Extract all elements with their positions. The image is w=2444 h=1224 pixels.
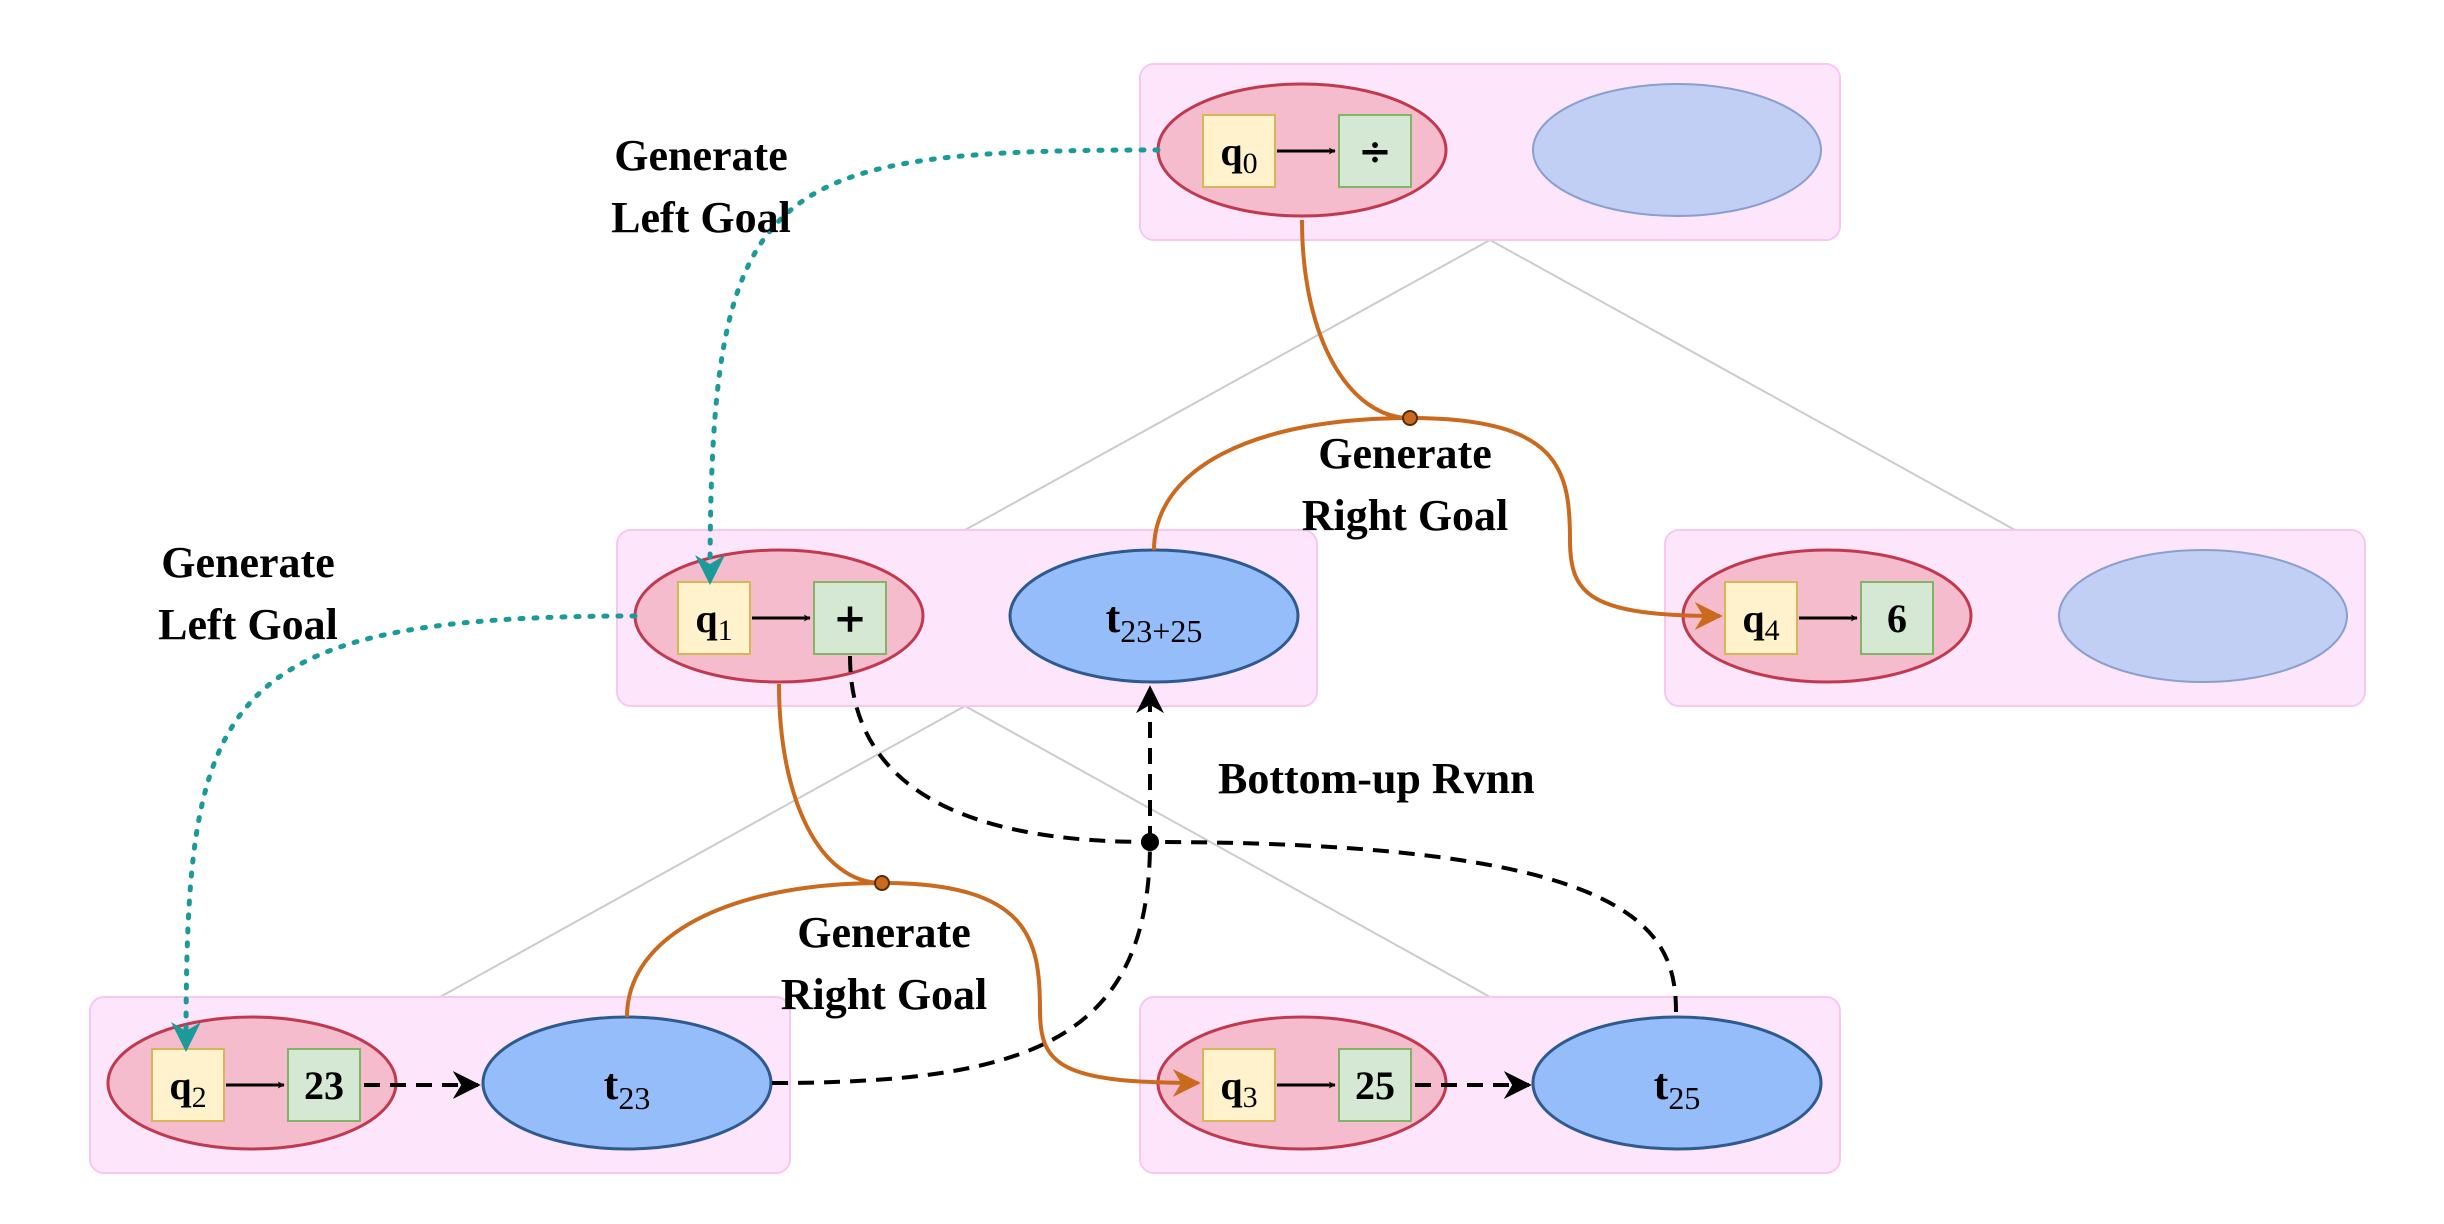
tree-lines [439,239,2016,998]
node-root: q0 ÷ [1156,82,1822,218]
q-box-mid [677,581,751,655]
op-label-bl: 23 [304,1063,344,1108]
q-box-root [1202,114,1276,188]
tree-line-mid-br [964,705,1491,998]
q-label-br: q3 [1220,1063,1257,1114]
label-generate-right-goal-top-line1: Generate [1318,429,1491,478]
label-generate-left-goal-mid-line1: Generate [161,538,334,587]
token-ellipse-right-empty [2058,549,2348,683]
tree-line-root-mid [964,239,1491,531]
op-label-root: ÷ [1358,128,1392,175]
tree-line-root-right [1489,239,2016,531]
q-label-root: q0 [1220,129,1257,180]
label-generate-right-goal-top-line2: Right Goal [1302,491,1509,540]
token-ellipse-root-empty [1532,83,1822,217]
right-goal-curve-top [1300,219,1723,630]
q-label-mid: q1 [695,596,732,647]
op-label-right: 6 [1887,596,1907,641]
tree-line-mid-bl [439,705,966,998]
node-bottom-right: q3 25 t25 [1156,1015,1823,1151]
op-box-bl [287,1048,361,1122]
left-goal-arrows [171,147,1161,1052]
bottom-up-path-from-t23 [771,841,1152,1085]
right-goal-junction-top [1402,410,1418,426]
op-box-br [1338,1048,1412,1122]
q-box-right [1724,581,1798,655]
label-generate-left-goal-top-line2: Left Goal [611,193,791,242]
op-box-right [1860,581,1934,655]
bottom-up-path-from-plus [848,655,1151,844]
right-goal-junction-bottom [874,875,890,891]
label-bottom-up-rvnn: Bottom-up Rvnn [1218,754,1535,803]
node-mid: q1 + t23+25 [633,548,1300,684]
node-right: q4 6 [1681,548,2348,684]
right-goal-arrows [625,219,1723,1097]
label-generate-left-goal-mid-line2: Left Goal [158,600,338,649]
op-label-mid: + [833,595,867,642]
op-label-br: 25 [1355,1063,1395,1108]
op-box-root [1338,114,1412,188]
token-ellipse-br [1531,1015,1823,1151]
bottom-up-path-from-t25 [1149,840,1678,1013]
label-generate-left-goal-top-line1: Generate [614,131,787,180]
label-generate-right-goal-bottom-line1: Generate [797,908,970,957]
label-generate-right-goal-bottom-line2: Right Goal [781,970,988,1019]
right-goal-curve-bottom [777,683,1201,1097]
right-goal-branch-top [1152,416,1411,551]
bottom-up-junction-dot [1141,833,1159,851]
right-goal-branch-bottom [625,881,883,1018]
op-box-mid [813,581,887,655]
token-label-mid: t23+25 [1106,593,1203,649]
q-box-br [1202,1048,1276,1122]
token-label-br: t25 [1654,1060,1701,1116]
q-label-right: q4 [1742,596,1779,647]
token-label-bl: t23 [604,1060,651,1116]
q-box-bl [151,1048,225,1122]
bottom-up-connectors [771,655,1678,1085]
annotation-labels: Generate Left Goal Generate Left Goal Ge… [158,131,1534,1019]
q-label-bl: q2 [169,1063,206,1114]
left-goal-arrow-root-to-mid [695,147,1161,585]
left-goal-arrow-mid-to-bl [171,613,638,1052]
